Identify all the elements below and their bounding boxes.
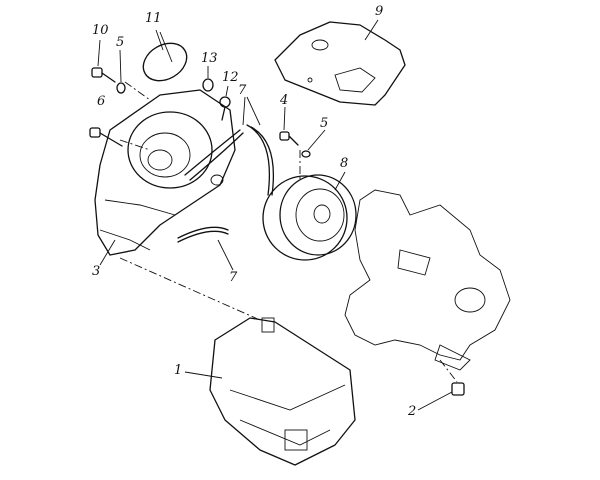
callout-12: 12 — [222, 70, 239, 85]
washers — [116, 78, 311, 158]
leader-lines — [97, 19, 458, 411]
part-11-cap — [142, 31, 188, 82]
callout-3: 3 — [92, 264, 101, 279]
part-9-gasket — [274, 21, 406, 106]
callout-9: 9 — [375, 4, 384, 19]
callout-1: 1 — [174, 363, 183, 378]
callout-11: 11 — [145, 11, 162, 26]
callout-5: 5 — [116, 35, 125, 50]
callout-7: 7 — [238, 83, 247, 98]
callout-13: 13 — [201, 51, 218, 66]
part-8-flywheel — [262, 174, 357, 261]
part-2-grommet — [451, 382, 465, 396]
callout-6: 6 — [97, 94, 106, 109]
callout-8: 8 — [340, 156, 349, 171]
part-7-hoses — [177, 124, 275, 243]
callout-4: 4 — [280, 93, 289, 108]
callout-10: 10 — [92, 23, 109, 38]
engine-block — [344, 189, 511, 371]
callout-5-lower: 5 — [320, 116, 329, 131]
callout-2: 2 — [408, 404, 417, 419]
screws — [89, 67, 299, 147]
part-1-cylinder-cover — [209, 317, 356, 466]
part-3-fan-housing — [94, 89, 236, 256]
callout-7-lower: 7 — [229, 270, 238, 285]
